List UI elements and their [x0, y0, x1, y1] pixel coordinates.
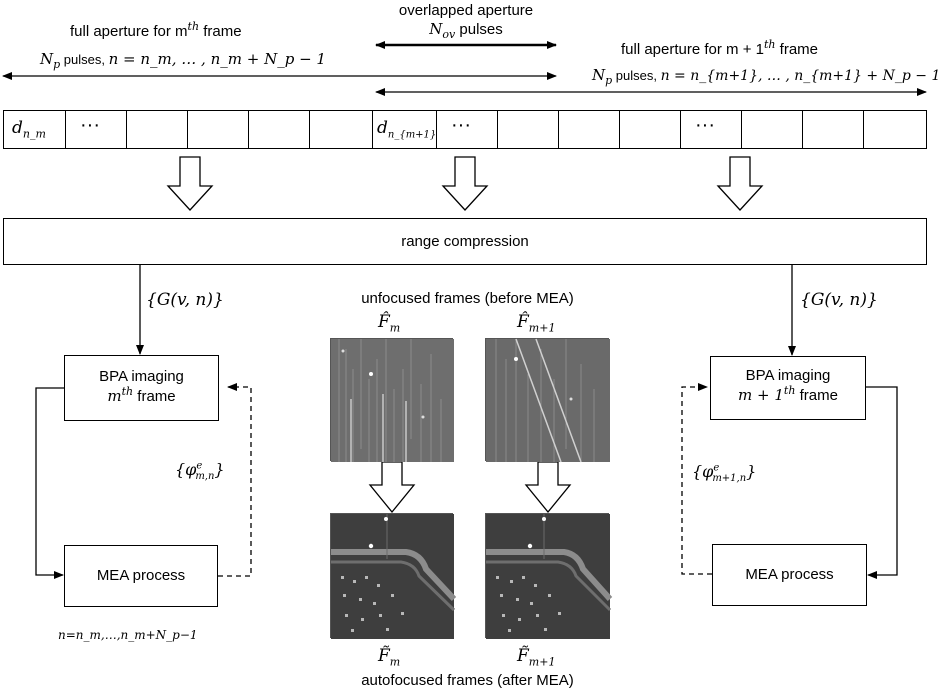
right-phi-label: {φem+1,n} — [692, 462, 757, 485]
range-compression-box: range compression — [3, 218, 927, 265]
unfocused-frame-m1-image — [486, 338, 610, 463]
left-n-range: n=n_m,…,n_m+N_p−1 — [58, 628, 198, 642]
left-g-label: {G(v, n)} — [146, 290, 224, 310]
autofocused-frame-m-image — [331, 514, 457, 639]
f-tilde-m1-label: F̃m+1 — [517, 646, 556, 669]
left-mea-label: MEA process — [96, 567, 186, 584]
autofocused-frame-m1 — [485, 513, 613, 639]
left-bpa-box: BPA imaging mth frame — [64, 355, 219, 421]
strip-cell — [437, 110, 498, 149]
unfocused-frame-m1 — [485, 338, 610, 463]
strip-cell — [249, 110, 310, 149]
f-hat-m-label: F̂m — [378, 312, 401, 335]
left-bpa-line1: BPA imaging — [99, 368, 184, 385]
strip-cell — [803, 110, 864, 149]
frame-m-pulses: Np pulses, n = n_m, … , n_m + N_p − 1 — [40, 50, 326, 71]
left-bpa-to-mea-arrow — [35, 387, 64, 579]
block-arrow-right — [716, 156, 764, 211]
right-bpa-line1: BPA imaging — [745, 367, 831, 384]
right-bpa-line2: m + 1th frame — [738, 384, 838, 404]
unfocused-title: unfocused frames (before MEA) — [361, 290, 574, 307]
autofocused-frame-m — [330, 513, 457, 639]
strip-ellipsis-3: ··· — [695, 114, 715, 136]
right-g-label: {G(v, n)} — [800, 290, 878, 310]
strip-cell — [66, 110, 127, 149]
strip-cell — [310, 110, 373, 149]
frame-m1-title: full aperture for m + 1th frame — [621, 38, 819, 58]
block-arrow-middle — [441, 156, 489, 211]
strip-cell — [127, 110, 188, 149]
right-bpa-box: BPA imaging m + 1th frame — [710, 356, 866, 420]
strip-cell — [373, 110, 437, 149]
strip-cell — [559, 110, 620, 149]
frame-m-title: full aperture for mth frame — [70, 20, 242, 40]
strip-cell — [742, 110, 803, 149]
overlap-title: overlapped aperture — [398, 2, 534, 19]
f-tilde-m-label: F̃m — [378, 646, 401, 669]
f-hat-m1-label: F̂m+1 — [517, 312, 556, 335]
range-compression-label: range compression — [401, 233, 529, 250]
unfocused-frame-m — [330, 338, 454, 462]
unfocused-frame-m-image — [331, 339, 454, 462]
left-mea-box: MEA process — [64, 545, 218, 607]
left-bpa-line2: mth frame — [107, 385, 176, 405]
pulse-strip — [3, 110, 927, 149]
strip-cell — [498, 110, 559, 149]
strip-cell — [3, 110, 66, 149]
autofocused-title: autofocused frames (after MEA) — [361, 672, 574, 689]
frame-m1-pulses: Np pulses, n = n_{m+1}, … , n_{m+1} + N_… — [592, 66, 940, 87]
strip-label-d-nm1: dn_{m+1} — [377, 118, 437, 141]
block-arrow-frame-m — [368, 461, 416, 514]
strip-ellipsis-2: ··· — [451, 114, 471, 136]
strip-cell — [620, 110, 681, 149]
right-mea-box: MEA process — [712, 544, 867, 606]
left-mea-feedback-arrow — [218, 383, 252, 577]
strip-ellipsis-1: ··· — [80, 114, 100, 136]
autofocused-frame-m1-image — [486, 514, 613, 639]
block-arrow-frame-m1 — [524, 461, 572, 514]
left-phi-label: {φem,n} — [175, 460, 225, 483]
strip-cell — [188, 110, 249, 149]
right-mea-label: MEA process — [745, 566, 834, 583]
overlap-pulses: Nov pulses — [429, 20, 503, 41]
right-mea-feedback-arrow — [681, 383, 712, 575]
strip-label-d-nm: dn_m — [12, 118, 46, 141]
right-bpa-to-mea-arrow — [866, 386, 898, 579]
strip-cell — [681, 110, 742, 149]
block-arrow-left — [166, 156, 214, 211]
